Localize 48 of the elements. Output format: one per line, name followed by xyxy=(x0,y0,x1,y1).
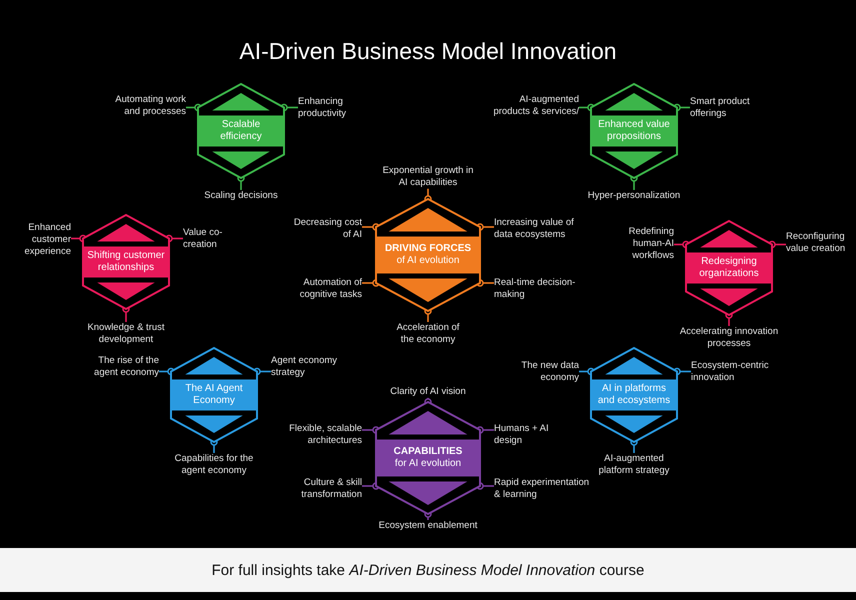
callout-text: Decreasing cost of AI xyxy=(292,217,362,241)
hexagon-node xyxy=(372,398,484,518)
callout-text: Scaling decisions xyxy=(191,190,291,202)
callout-text: Ecosystem enablement xyxy=(368,520,488,532)
diagram-title: AI-Driven Business Model Innovation xyxy=(238,38,618,65)
hexagon-node xyxy=(194,80,288,182)
hexagon-title: Enhanced value propositions xyxy=(597,119,671,143)
callout-text: Accelerating innovation processes xyxy=(679,326,779,350)
callout-text: Automating work and processes xyxy=(102,94,186,118)
callout-text: Agent economy strategy xyxy=(271,355,347,379)
hexagon-node xyxy=(682,217,776,319)
footer-caption: For full insights take AI-Driven Business Model Innovation course xyxy=(210,562,646,579)
callout-text: Enhancing productivity xyxy=(298,96,368,120)
callout-text: Clarity of AI vision xyxy=(373,386,483,398)
callout-text: AI-augmented platform strategy xyxy=(588,453,680,477)
callout-text: Redefining human-AI workflows xyxy=(612,226,674,262)
callout-text: Capabilities for the agent economy xyxy=(170,453,258,477)
callout-text: Flexible, scalable architectures xyxy=(272,423,362,447)
callout-text: Hyper-personalization xyxy=(574,190,694,202)
hexagon-node xyxy=(587,80,681,182)
callout-text: Enhanced customer experience xyxy=(15,222,71,258)
hexagon-title: DRIVING FORCES of AI evolution xyxy=(384,243,472,267)
hexagon-title: The AI Agent Economy xyxy=(184,383,244,407)
hexagon-title: Redesigning organizations xyxy=(698,256,760,280)
callout-text: Knowledge & trust development xyxy=(78,322,174,346)
hexagon-title: Scalable efficiency xyxy=(219,119,263,143)
callout-text: Value co-creation xyxy=(183,227,235,251)
hexagon-title: Shifting customer relationships xyxy=(86,250,166,274)
callout-text: Exponential growth in AI capabilities xyxy=(382,165,474,189)
callout-text: Humans + AI design xyxy=(494,423,556,447)
callout-text: Real-time decision-making xyxy=(494,277,576,301)
callout-text: Smart product offerings xyxy=(690,96,762,120)
hexagon-node xyxy=(372,195,484,315)
hexagon-title: CAPABILITIES for AI evolution xyxy=(392,446,464,470)
hexagon-node xyxy=(167,344,261,446)
callout-text: Ecosystem-centric innovation xyxy=(691,360,783,384)
callout-text: Reconfiguring value creation xyxy=(786,231,856,255)
callout-text: The new data economy xyxy=(521,360,579,384)
callout-text: Increasing value of data ecosystems xyxy=(494,217,592,241)
callout-text: Automation of cognitive tasks xyxy=(282,277,362,301)
callout-text: Culture & skill transformation xyxy=(282,477,362,501)
callout-text: Acceleration of the economy xyxy=(390,322,466,346)
hexagon-title: AI in platforms and ecosystems xyxy=(596,383,672,407)
callout-text: The rise of the agent economy xyxy=(81,355,159,379)
hexagon-node xyxy=(587,344,681,446)
callout-text: Rapid experimentation & learning xyxy=(494,477,598,501)
hexagon-node xyxy=(79,211,173,313)
callout-text: AI-augmented products & services/ xyxy=(483,94,579,118)
